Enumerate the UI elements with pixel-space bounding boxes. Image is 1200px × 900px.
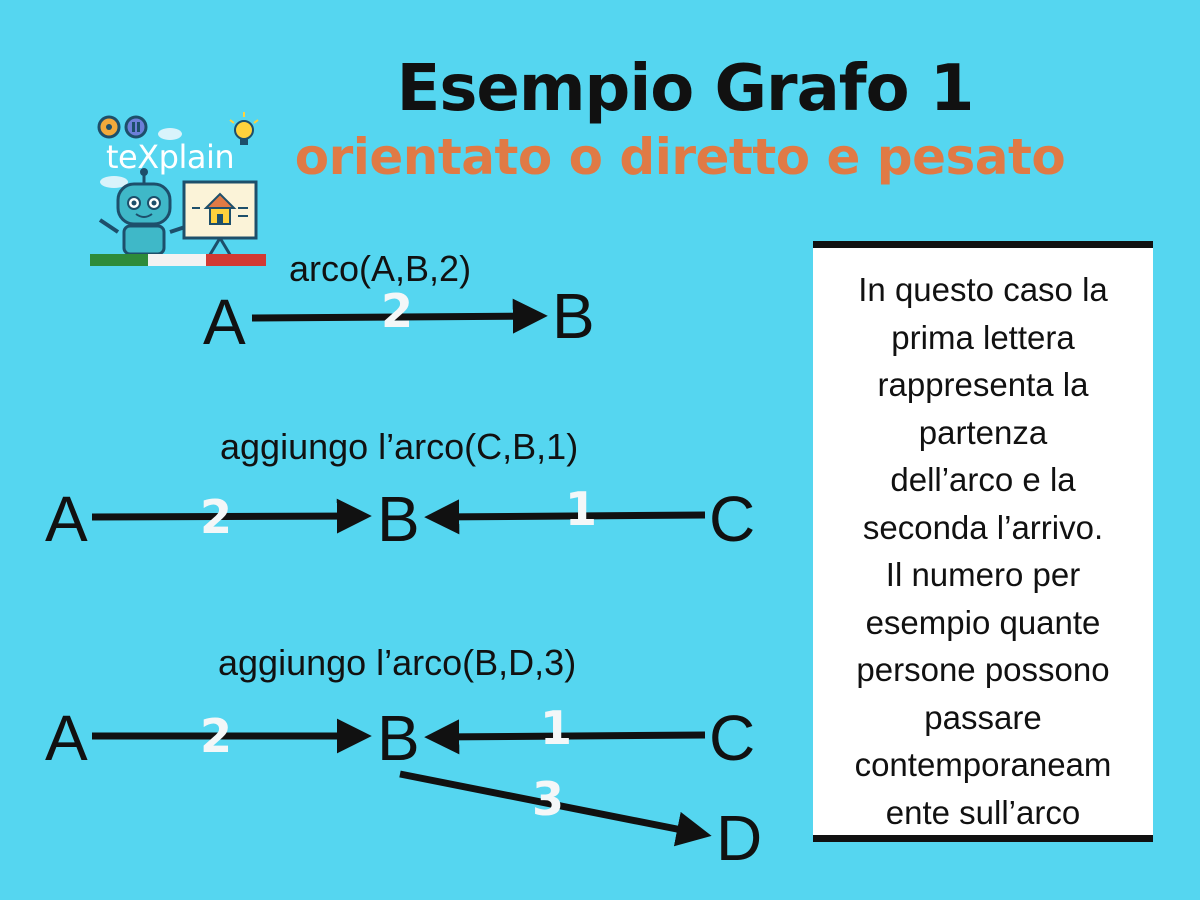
note-line: partenza (918, 413, 1048, 451)
diagram-caption: aggiungo l’arco(B,D,3) (218, 642, 577, 683)
edge-weight-label: 1 (540, 701, 573, 755)
note-line: In questo caso la (858, 271, 1108, 308)
edge-weight-label: 3 (532, 772, 565, 826)
lightbulb-icon (229, 112, 259, 145)
note-line: dell’arco e la (890, 461, 1076, 498)
note-line: ente sull’arco (885, 793, 1081, 831)
italian-flag-stripe (90, 254, 266, 266)
explanation-note: In questo caso la prima lettera rapprese… (813, 241, 1153, 842)
gear-icon (97, 115, 121, 139)
note-line: esempio quante (865, 603, 1101, 641)
diagram-caption: arco(A,B,2) (289, 248, 472, 289)
edge-weight-label: 1 (565, 482, 598, 536)
texplain-logo (90, 112, 266, 266)
edge-a-b (251, 298, 548, 334)
note-line: passare (924, 698, 1042, 736)
pause-icon (124, 115, 148, 139)
note-line: persone possono (856, 651, 1110, 688)
note-line: Il numero per (885, 556, 1081, 593)
note-line: rappresenta la (877, 366, 1089, 403)
node-c: C (709, 702, 756, 774)
node-a: A (45, 702, 88, 774)
node-c: C (709, 483, 756, 555)
note-line: seconda l’arrivo. (862, 508, 1104, 546)
cloud-icon (100, 128, 182, 188)
edge-weight-label: 2 (200, 709, 233, 763)
node-a: A (45, 483, 88, 555)
edge-a-b (91, 498, 372, 534)
logo-text: teXplain (106, 138, 235, 176)
node-b: B (377, 483, 420, 555)
node-b: B (552, 280, 595, 352)
edge-b-d (399, 770, 712, 847)
node-d: D (716, 802, 763, 874)
note-line: prima lettera (891, 318, 1075, 356)
edge-weight-label: 2 (381, 284, 414, 338)
node-a: A (203, 286, 246, 358)
node-b: B (377, 702, 420, 774)
diagram-caption: aggiungo l’arco(C,B,1) (220, 426, 579, 467)
note-line: contemporaneam (854, 746, 1112, 783)
edge-weight-label: 2 (200, 490, 233, 544)
presentation-board-icon (182, 180, 258, 259)
edge-c-b (424, 499, 706, 535)
page-subtitle: orientato o diretto e pesato (294, 128, 1066, 186)
edge-c-b (424, 719, 706, 755)
page-title: Esempio Grafo 1 (396, 52, 975, 126)
